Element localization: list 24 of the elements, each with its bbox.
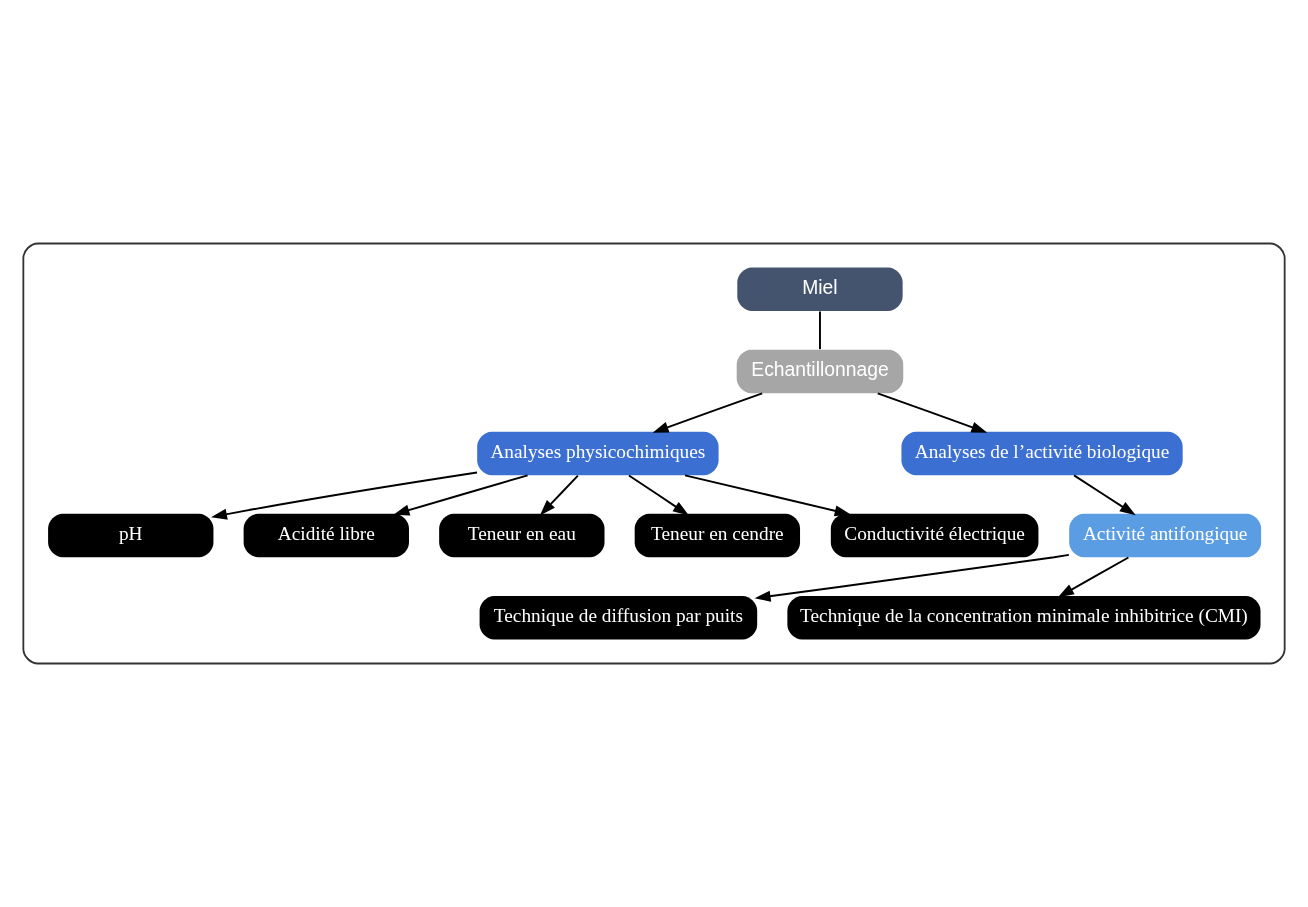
node-box: Teneur en eau [439,513,605,558]
node-box: Acidité libre [243,513,409,558]
arrow [211,471,478,520]
node-box: Teneur en cendre [634,513,801,558]
node-box: Technique de diffusion par puits [479,595,758,640]
node-box: Miel [737,267,903,312]
node-box: Analyses de l’activité biologique [901,431,1183,476]
arrow [1057,556,1130,598]
node-box: Technique de la concentration minimale inhibitrice (CMI) [787,595,1261,640]
arrow [652,392,764,433]
arrow [628,474,689,516]
node-box: Conductivité électrique [830,513,1039,558]
arrow [539,474,579,516]
arrow [684,474,851,517]
node-box: pH [48,513,214,558]
connector [819,310,821,351]
node-box: Echantillonnage [736,349,904,394]
cluster [22,242,1286,665]
arrow [754,553,1070,602]
arrow [393,474,529,516]
arrow [1073,474,1136,516]
node-box: Activité antifongique [1069,513,1262,558]
node-box: Analyses physicochimiques [477,431,719,476]
arrow [876,392,988,433]
